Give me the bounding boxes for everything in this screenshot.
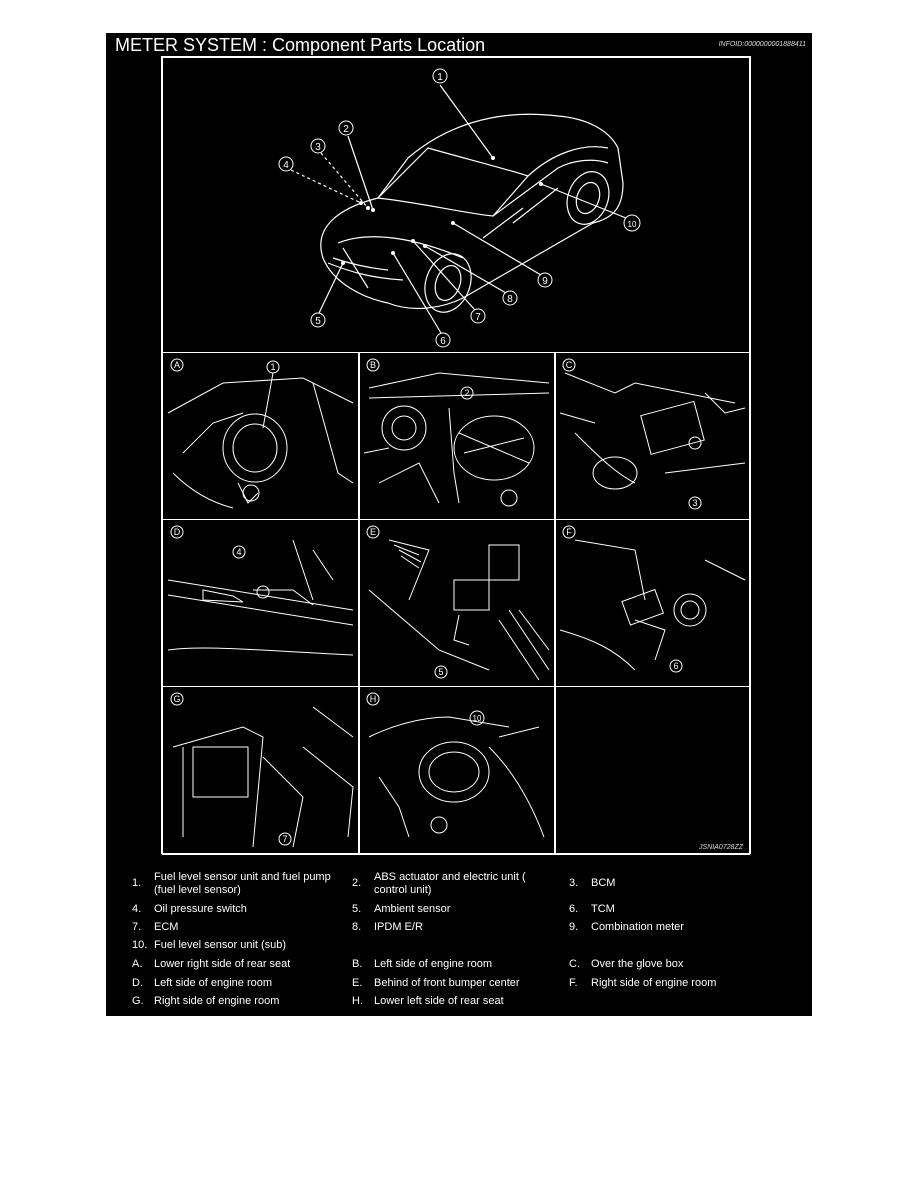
detail-panel-f: F 6 [554, 519, 750, 687]
legend-item: A.Lower right side of rear seat [132, 958, 291, 970]
detail-panel-a: A 1 [162, 352, 360, 520]
panel-label-b: B [370, 360, 376, 370]
component-location-figure: 1 2 3 4 5 6 7 8 9 10 [161, 56, 751, 855]
legend-item: 10.Fuel level sensor unit (sub) [132, 939, 287, 951]
manual-page: METER SYSTEM : Component Parts Location … [106, 33, 812, 1016]
detail-panel-h: H 10 [358, 686, 556, 855]
svg-text:8: 8 [507, 294, 513, 305]
legend-item: 8.IPDM E/R [352, 921, 423, 933]
callout-7: 7 [470, 308, 486, 324]
callout-5: 5 [310, 312, 326, 328]
svg-text:7: 7 [475, 312, 481, 323]
svg-text:1: 1 [437, 72, 443, 83]
panel-label-e: E [370, 527, 376, 537]
legend-item: 3. BCM [569, 877, 616, 889]
svg-text:6: 6 [673, 661, 678, 671]
legend-item: F.Right side of engine room [569, 977, 717, 989]
svg-text:2: 2 [343, 124, 349, 135]
svg-text:4: 4 [283, 160, 289, 171]
callout-2: 2 [338, 120, 354, 136]
callout-3: 3 [310, 138, 326, 154]
legend-item: 1. Fuel level sensor unit and fuel pump … [132, 871, 331, 896]
legend-item: 6.TCM [569, 903, 615, 915]
info-id: INFOID:0000000001888411 [718, 41, 806, 48]
svg-text:10: 10 [473, 714, 482, 723]
panel-label-h: H [370, 694, 377, 704]
legend-item: B.Left side of engine room [352, 958, 493, 970]
svg-text:6: 6 [440, 336, 446, 347]
callout-9: 9 [537, 272, 553, 288]
vehicle-illustration: 1 2 3 4 5 6 7 8 9 10 [278, 68, 641, 348]
legend-item: 2. ABS actuator and electric unit ( cont… [352, 871, 526, 896]
panel-label-c: C [566, 360, 573, 370]
callout-8: 8 [502, 290, 518, 306]
panel-label-a: A [174, 360, 180, 370]
callout-10: 10 [623, 214, 641, 232]
legend-item: 7.ECM [132, 921, 179, 933]
legend-item: 5.Ambient sensor [352, 903, 451, 915]
panel-label-f: F [566, 527, 572, 537]
detail-panel-b: B 2 [358, 352, 556, 520]
page-title: METER SYSTEM : Component Parts Location [115, 35, 486, 55]
callout-1: 1 [432, 68, 448, 84]
panel-label-g: G [173, 694, 180, 704]
legend-item: 9.Combination meter [569, 921, 684, 933]
legend-item: C.Over the glove box [569, 958, 684, 970]
empty-panel: JSNIA0728ZZ [554, 686, 750, 855]
svg-text:2: 2 [464, 388, 469, 398]
svg-text:9: 9 [542, 276, 548, 287]
svg-text:3: 3 [315, 142, 321, 153]
figure-id: JSNIA0728ZZ [699, 844, 743, 851]
legend-item: G.Right side of engine room [132, 995, 280, 1007]
panel-label-d: D [174, 527, 181, 537]
svg-text:7: 7 [282, 834, 287, 844]
vehicle-overview-panel: 1 2 3 4 5 6 7 8 9 10 [162, 57, 750, 353]
detail-panel-c: C 3 [554, 352, 750, 520]
svg-text:1: 1 [270, 362, 275, 372]
detail-panel-d: D 4 [162, 519, 360, 687]
legend-item: E.Behind of front bumper center [352, 977, 520, 989]
svg-text:3: 3 [692, 498, 697, 508]
svg-text:5: 5 [315, 316, 321, 327]
svg-text:4: 4 [236, 547, 241, 557]
callout-6: 6 [435, 332, 451, 348]
detail-panel-e: E 5 [358, 519, 556, 687]
legend-item: D.Left side of engine room [132, 977, 273, 989]
callout-4: 4 [278, 156, 294, 172]
svg-text:5: 5 [438, 667, 443, 677]
detail-panel-g: G 7 [162, 686, 360, 855]
svg-text:10: 10 [628, 220, 637, 229]
legend-item: H.Lower left side of rear seat [352, 995, 504, 1007]
legend-item: 4.Oil pressure switch [132, 903, 247, 915]
